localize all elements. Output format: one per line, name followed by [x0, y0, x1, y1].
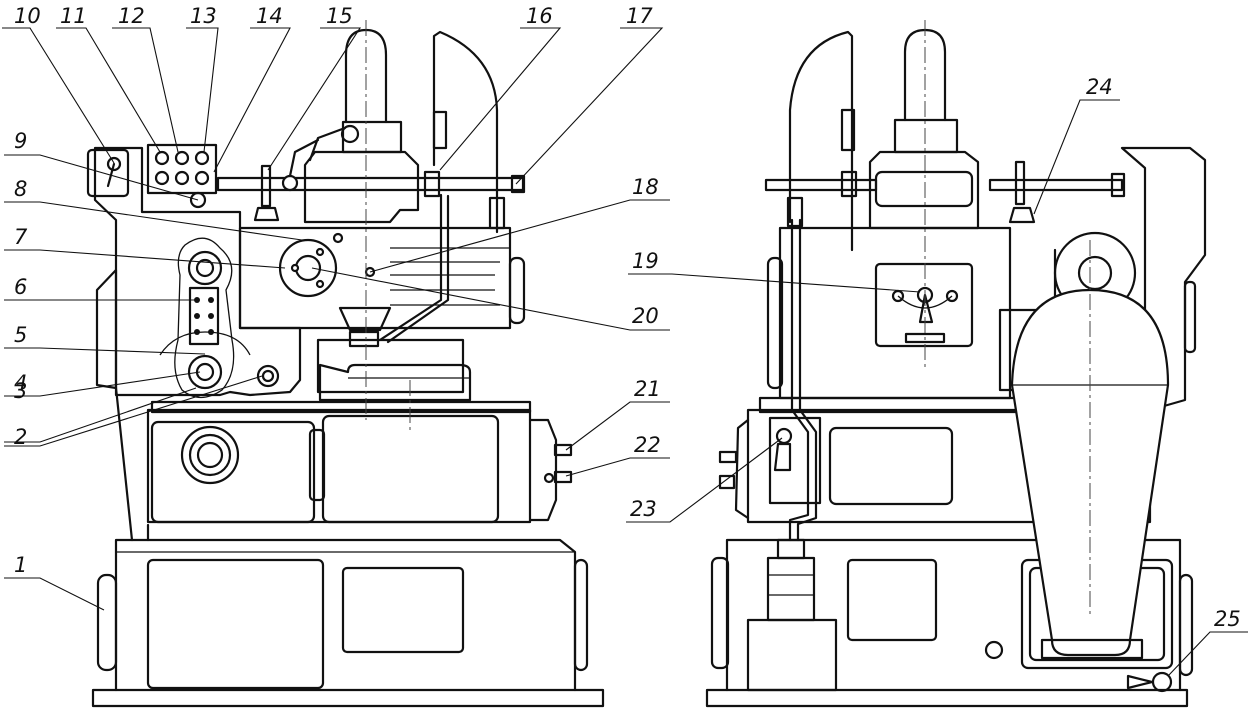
- callout-24: 24: [1086, 75, 1113, 99]
- callout-2: 2: [14, 425, 27, 449]
- left-cabinet-panel: [341, 566, 465, 654]
- left-base-plate: [91, 688, 605, 708]
- left-cabinet-door: [146, 558, 325, 690]
- right-motor-cone: [1010, 288, 1170, 657]
- lever-10: [86, 148, 130, 198]
- right-pipe: [788, 30, 854, 252]
- callout-9: 9: [14, 129, 27, 153]
- callout-4: 4: [14, 371, 27, 395]
- left-chain-link: [188, 286, 220, 346]
- callout-12: 12: [118, 4, 145, 28]
- right-lubricator-23: [768, 416, 822, 505]
- left-knob-2: [256, 364, 280, 388]
- callout-18: 18: [632, 175, 659, 199]
- callout-8: 8: [14, 177, 27, 201]
- right-view: [705, 20, 1207, 708]
- left-head-block: [238, 226, 512, 330]
- callout-11: 11: [60, 4, 87, 28]
- left-lower-gear: [187, 354, 223, 390]
- left-pipe-16: [432, 30, 499, 234]
- leader-lines: [2, 27, 1248, 677]
- left-gearbox-top-strip: [150, 400, 532, 414]
- left-cabinet-side-pad: [96, 573, 118, 672]
- callout-7: 7: [14, 225, 28, 249]
- left-spindle-housing: [303, 150, 420, 224]
- knob-22: [553, 470, 573, 484]
- left-spindle-nose: [338, 306, 392, 332]
- left-gearbox-panel-b: [321, 414, 500, 524]
- right-base-plate: [705, 688, 1189, 708]
- callout-3: 3: [14, 379, 27, 403]
- right-control-19: [874, 262, 974, 348]
- right-spindle-housing: [868, 150, 980, 230]
- knob-21: [553, 443, 573, 457]
- callout-22: 22: [634, 433, 661, 457]
- callout-17: 17: [626, 4, 653, 28]
- callout-5: 5: [14, 323, 27, 347]
- left-lower-cabinet: [114, 538, 577, 692]
- callout-16: 16: [526, 4, 553, 28]
- left-side-box: [528, 418, 558, 522]
- left-view: [86, 20, 605, 708]
- left-gearbox-panel-a: [150, 420, 316, 524]
- callout-21: 21: [634, 377, 661, 401]
- left-top-rod: [216, 176, 525, 192]
- right-gearbox-panel: [828, 426, 954, 506]
- callout-19: 19: [632, 249, 659, 273]
- left-work-table: [318, 363, 472, 402]
- callout-14: 14: [256, 4, 283, 28]
- right-head-block: [778, 226, 1012, 400]
- callout-10: 10: [14, 4, 41, 28]
- right-cabinet-side-pad: [573, 558, 589, 672]
- left-lever-plate: [174, 237, 235, 399]
- right-cabinet-panel: [846, 558, 938, 642]
- callout-25: 25: [1214, 607, 1241, 631]
- left-column-side: [95, 268, 118, 390]
- left-upper-gear: [187, 250, 223, 286]
- callout-23: 23: [630, 497, 657, 521]
- callout-13: 13: [190, 4, 217, 28]
- right-oil-tank: [746, 618, 838, 692]
- left-head-disk: [278, 238, 338, 298]
- callout-20: 20: [632, 304, 659, 328]
- callout-1: 1: [14, 553, 27, 577]
- left-round-cover: [180, 425, 240, 485]
- callout-6: 6: [14, 275, 27, 299]
- callout-15: 15: [326, 4, 353, 28]
- callout-numbers: 10 11 12 13 14 15 16 17 9 8 7 6 5 4 3 2 …: [14, 4, 1241, 631]
